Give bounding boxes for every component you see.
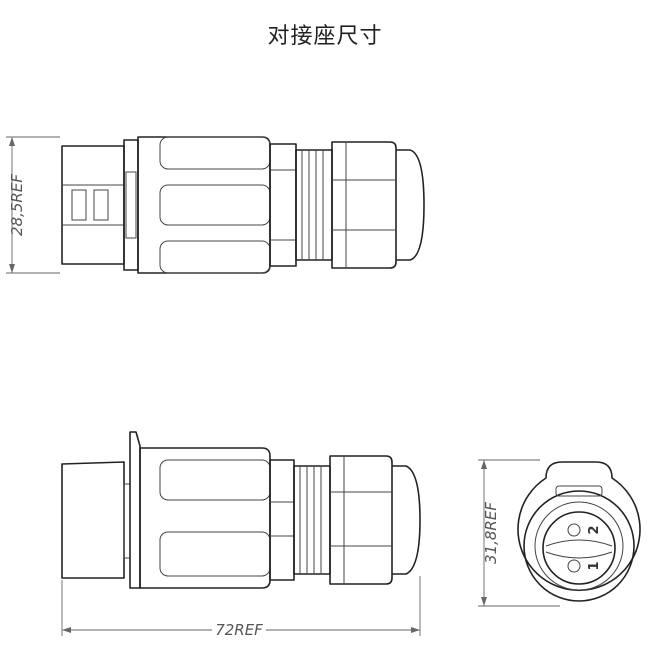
side-view: 72REF [61,431,421,640]
dimension-height-top: 28,5REF [6,136,60,274]
page-title: 对接座尺寸 [267,24,383,49]
dimension-label-height-top: 28,5REF [8,174,26,236]
dimension-label-diameter: 31,8REF [482,502,500,564]
pin-label-1: 1 [587,561,602,570]
dimension-length: 72REF [61,576,421,640]
dimension-label-length: 72REF [215,621,263,639]
dimension-diameter: 31,8REF [478,459,560,607]
end-view: 31,8REF 2 1 [478,459,641,607]
pin-label-2: 2 [587,525,602,534]
top-view: 28,5REF [6,136,425,274]
